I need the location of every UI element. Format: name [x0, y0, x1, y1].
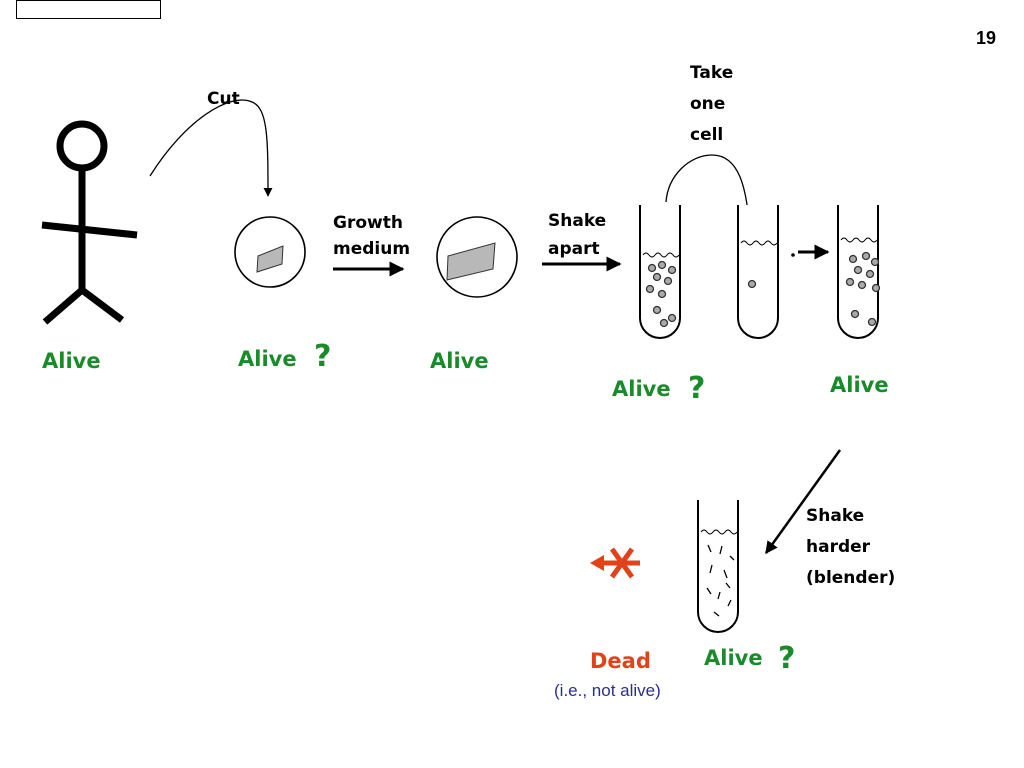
- label-dead: Dead: [590, 649, 651, 673]
- stick-figure: [41, 120, 138, 325]
- label-growth: Growth: [333, 213, 403, 233]
- label-shake-apart-2: apart: [548, 239, 600, 259]
- take-one-cell-arrow: [665, 154, 755, 241]
- label-shake-harder-1: Shake: [806, 506, 864, 526]
- label-alive-dish-1: Alive: [238, 347, 297, 371]
- label-not-alive: (i.e., not alive): [554, 681, 661, 700]
- petri-dish-grown: [436, 216, 518, 298]
- label-shake-harder-3: (blender): [806, 568, 895, 588]
- page-number: 19: [975, 28, 996, 48]
- label-take: Take: [690, 63, 733, 83]
- page-header-box: [16, 0, 161, 19]
- label-shake-apart-1: Shake: [548, 211, 606, 231]
- test-tube-one-cell: [737, 205, 779, 339]
- label-medium: medium: [333, 239, 410, 259]
- label-alive-tube-1: Alive: [612, 377, 671, 401]
- label-one: one: [690, 94, 725, 114]
- test-tube-regrown: [837, 205, 881, 339]
- crossed-arrow-icon: [590, 547, 640, 579]
- test-tube-blended: [697, 500, 739, 633]
- label-alive-tube-4: Alive: [704, 646, 763, 670]
- label-alive-person: Alive: [42, 349, 101, 373]
- test-tube-many-cells: [639, 205, 681, 339]
- dot-marker: [791, 253, 795, 257]
- question-mark-3: ?: [778, 641, 795, 676]
- question-mark-2: ?: [688, 371, 705, 406]
- label-cut: Cut: [207, 89, 240, 109]
- question-mark-1: ?: [314, 339, 331, 374]
- label-alive-dish-2: Alive: [430, 349, 489, 373]
- label-cell: cell: [690, 125, 723, 145]
- label-alive-tube-3: Alive: [830, 373, 889, 397]
- shake-harder-arrow: [764, 449, 842, 555]
- petri-dish-small: [234, 216, 306, 288]
- cut-arrow: [149, 99, 273, 197]
- label-shake-harder-2: harder: [806, 537, 871, 557]
